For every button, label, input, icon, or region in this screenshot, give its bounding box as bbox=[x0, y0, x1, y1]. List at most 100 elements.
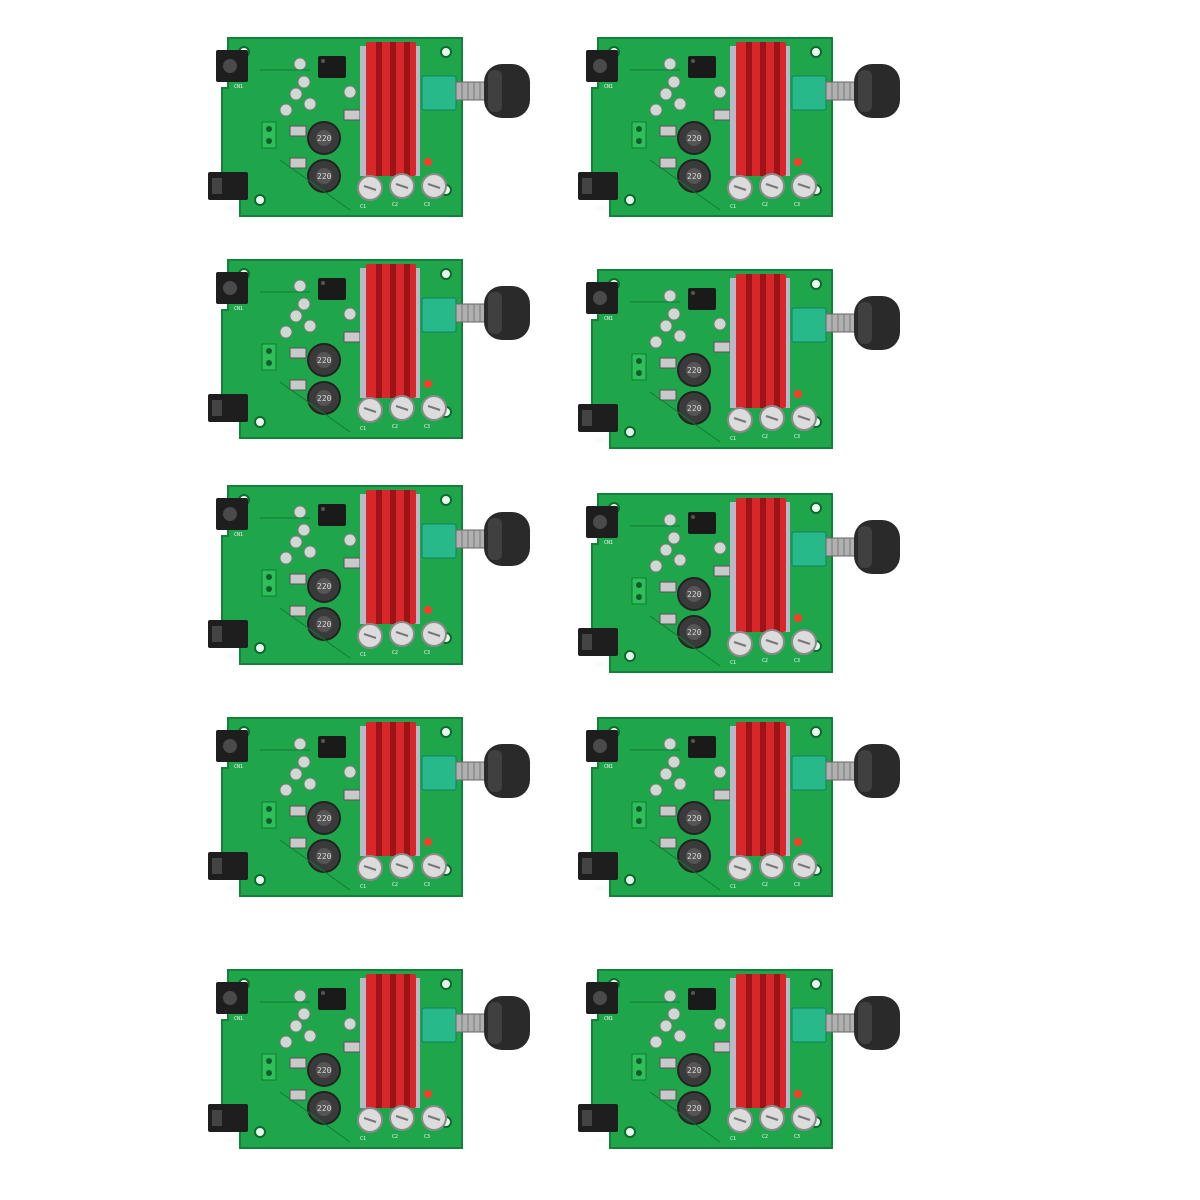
jack-label: CN2 bbox=[226, 206, 235, 212]
cap-label: C3 bbox=[424, 424, 430, 430]
inductor-marking: 220 bbox=[317, 814, 332, 823]
small-capacitor bbox=[649, 783, 663, 797]
small-capacitor bbox=[663, 289, 677, 303]
small-capacitor bbox=[343, 765, 357, 779]
cap-label: C3 bbox=[794, 202, 800, 208]
screw-terminal bbox=[261, 1053, 277, 1081]
small-capacitor bbox=[293, 279, 307, 293]
small-capacitor bbox=[667, 307, 681, 321]
mounting-hole bbox=[810, 46, 822, 58]
inductor-marking: 220 bbox=[317, 394, 332, 403]
led bbox=[424, 606, 432, 614]
small-capacitor bbox=[303, 777, 317, 791]
small-capacitor bbox=[673, 1029, 687, 1043]
inductor-marking: 220 bbox=[317, 134, 332, 143]
cap-label: C2 bbox=[392, 1134, 398, 1140]
led bbox=[794, 838, 802, 846]
cap-label: C3 bbox=[424, 1134, 430, 1140]
cap-label: C1 bbox=[730, 660, 736, 666]
jack-label: CN2 bbox=[596, 206, 605, 212]
small-capacitor bbox=[649, 103, 663, 117]
small-capacitor bbox=[279, 783, 293, 797]
cap-label: C3 bbox=[424, 650, 430, 656]
smd-component bbox=[659, 125, 677, 137]
cap-label: C2 bbox=[392, 424, 398, 430]
jack-label: CN2 bbox=[596, 886, 605, 892]
mounting-hole bbox=[810, 278, 822, 290]
pot-shaft bbox=[455, 761, 487, 781]
small-capacitor bbox=[663, 513, 677, 527]
cap-label: C1 bbox=[360, 426, 366, 432]
smd-component bbox=[289, 1057, 307, 1069]
ic-chip bbox=[318, 56, 346, 78]
cap-label: C2 bbox=[762, 434, 768, 440]
inductor-marking: 220 bbox=[687, 1104, 702, 1113]
jack-label: CN1 bbox=[234, 1016, 243, 1022]
smd-component bbox=[713, 1041, 731, 1053]
small-capacitor bbox=[667, 1007, 681, 1021]
jack-label: CN2 bbox=[226, 428, 235, 434]
small-capacitor bbox=[713, 541, 727, 555]
small-capacitor bbox=[289, 535, 303, 549]
inductor-marking: 220 bbox=[317, 1104, 332, 1113]
cap-label: C1 bbox=[730, 436, 736, 442]
heatsink bbox=[360, 42, 420, 176]
cap-label: C2 bbox=[762, 882, 768, 888]
mounting-hole bbox=[254, 416, 266, 428]
small-capacitor bbox=[713, 765, 727, 779]
small-capacitor bbox=[289, 87, 303, 101]
heatsink bbox=[360, 722, 420, 856]
smd-component bbox=[289, 157, 307, 169]
cap-label: C1 bbox=[730, 204, 736, 210]
inductor-marking: 220 bbox=[317, 852, 332, 861]
smd-component bbox=[289, 125, 307, 137]
small-capacitor bbox=[297, 75, 311, 89]
mounting-hole bbox=[624, 1126, 636, 1138]
inductor-marking: 220 bbox=[687, 852, 702, 861]
mounting-hole bbox=[440, 46, 452, 58]
small-capacitor bbox=[289, 1019, 303, 1033]
mounting-hole bbox=[810, 502, 822, 514]
potentiometer bbox=[421, 755, 457, 791]
small-capacitor bbox=[303, 97, 317, 111]
pot-shaft bbox=[825, 313, 857, 333]
smd-component bbox=[659, 1089, 677, 1101]
smd-component bbox=[289, 347, 307, 359]
ic-chip bbox=[318, 504, 346, 526]
heatsink bbox=[730, 274, 790, 408]
small-capacitor bbox=[659, 87, 673, 101]
jack-label: CN1 bbox=[604, 316, 613, 322]
small-capacitor bbox=[297, 755, 311, 769]
mounting-hole bbox=[624, 194, 636, 206]
cap-label: C1 bbox=[360, 652, 366, 658]
smd-component bbox=[289, 605, 307, 617]
led bbox=[424, 838, 432, 846]
screw-terminal bbox=[261, 343, 277, 371]
small-capacitor bbox=[667, 531, 681, 545]
inductor-marking: 220 bbox=[687, 366, 702, 375]
pot-shaft bbox=[825, 81, 857, 101]
pot-shaft bbox=[455, 1013, 487, 1033]
ic-chip bbox=[318, 988, 346, 1010]
mounting-hole bbox=[254, 1126, 266, 1138]
mounting-hole bbox=[624, 874, 636, 886]
smd-component bbox=[659, 1057, 677, 1069]
mounting-hole bbox=[254, 874, 266, 886]
small-capacitor bbox=[343, 85, 357, 99]
small-capacitor bbox=[673, 329, 687, 343]
heatsink bbox=[360, 264, 420, 398]
led bbox=[794, 390, 802, 398]
small-capacitor bbox=[279, 103, 293, 117]
smd-component bbox=[289, 379, 307, 391]
small-capacitor bbox=[303, 319, 317, 333]
potentiometer bbox=[791, 531, 827, 567]
potentiometer bbox=[791, 75, 827, 111]
ic-chip bbox=[318, 278, 346, 300]
heatsink bbox=[360, 974, 420, 1108]
